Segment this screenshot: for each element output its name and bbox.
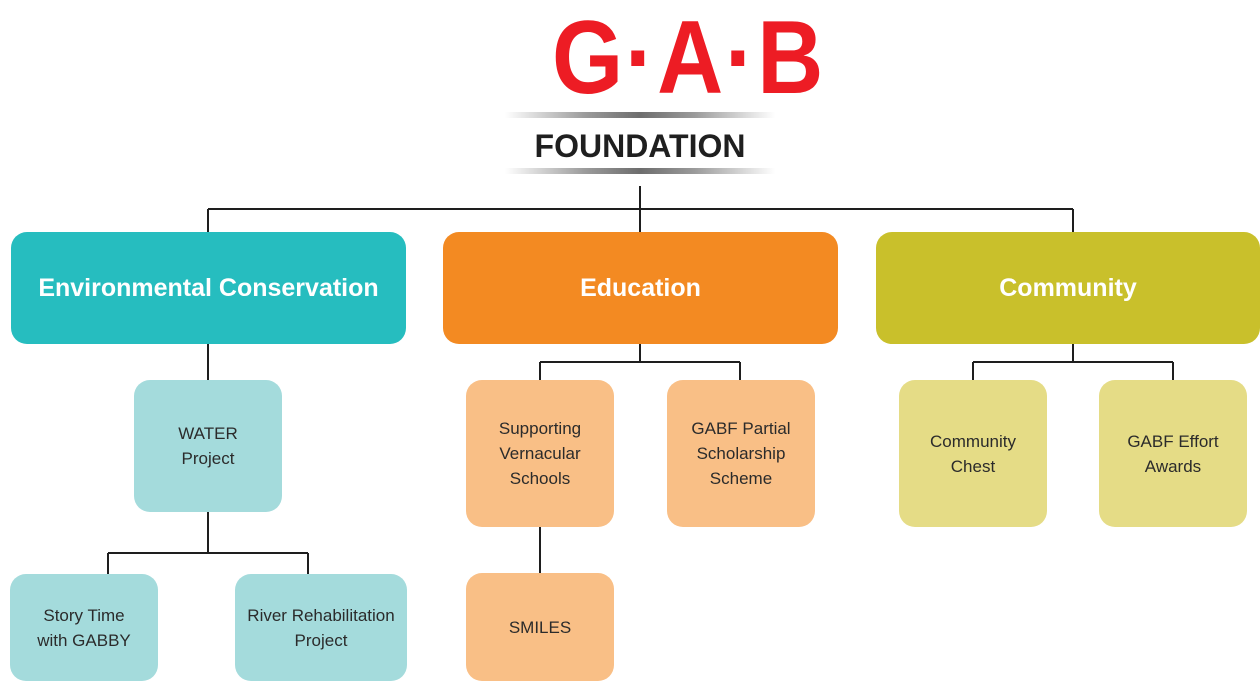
logo-wordmark: G·A·B [552,0,826,116]
program-smiles: SMILES [466,573,614,681]
logo-subtitle: FOUNDATION [534,127,746,164]
program-gabf-partial-scholarship-scheme: GABF Partial Scholarship Scheme [667,380,815,527]
logo-divider-bottom [505,168,775,174]
program-river-rehabilitation-project: River Rehabilitation Project [235,574,407,681]
program-community-chest: Community Chest [899,380,1047,527]
category-community: Community [876,232,1260,344]
program-water-project: WATER Project [134,380,282,512]
category-education: Education [443,232,838,344]
program-supporting-vernacular-schools: Supporting Vernacular Schools [466,380,614,527]
logo-divider-top [505,112,775,118]
program-gabf-effort-awards: GABF Effort Awards [1099,380,1247,527]
program-story-time-with-gabby: Story Time with GABBY [10,574,158,681]
category-environmental-conservation: Environmental Conservation [11,232,406,344]
